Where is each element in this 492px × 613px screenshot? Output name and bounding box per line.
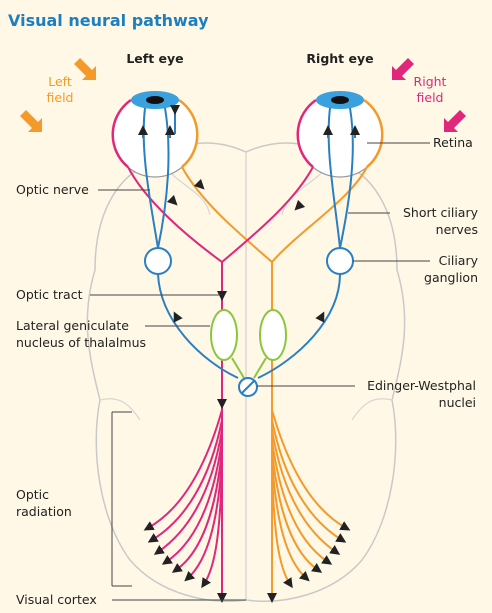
edinger-westphal-label-line1: Edinger-Westphal [367, 378, 476, 393]
lgn-connector [253, 357, 267, 379]
right-lateral-geniculate-nucleus [259, 309, 287, 361]
right-ciliary-ganglion [326, 247, 354, 275]
visual-cortex-label: Visual cortex [16, 592, 97, 607]
right-field-arrow-icon [392, 58, 466, 132]
optic-nerve-label: Optic nerve [16, 182, 89, 197]
left-eye-label: Left eye [126, 51, 183, 66]
lgn-label-line2: nucleus of thalalmus [16, 335, 146, 350]
right-eye [296, 91, 384, 178]
leader-lines [90, 142, 430, 601]
optic-radiation-label-line2: radiation [16, 504, 72, 519]
retina-label: Retina [433, 135, 473, 150]
optic-tract-label: Optic tract [16, 287, 83, 302]
edinger-westphal-label-line2: nuclei [439, 395, 476, 410]
ciliary-ganglion-label-line2: ganglion [424, 270, 478, 285]
diagram-title: Visual neural pathway [8, 11, 209, 30]
orange-pathway [181, 166, 368, 380]
brain-fold [351, 398, 393, 421]
blue-pathway [142, 105, 354, 379]
left-optic-radiation [143, 409, 223, 589]
right-optic-radiation [271, 380, 351, 598]
left-field-label-line2: field [47, 90, 74, 105]
left-field-arrow-icon [20, 58, 96, 132]
short-ciliary-label-line1: Short ciliary [403, 205, 479, 220]
left-lateral-geniculate-nucleus [210, 309, 238, 361]
ciliary-ganglion-label-line1: Ciliary [439, 253, 479, 268]
edinger-westphal-nucleus [238, 377, 258, 397]
left-ciliary-ganglion [144, 247, 172, 275]
right-field-label-line2: field [417, 90, 444, 105]
lgn-connector [231, 357, 245, 379]
left-field-label-line1: Left [48, 74, 72, 89]
optic-radiation-label-line1: Optic [16, 487, 49, 502]
lgn-label-line1: Lateral geniculate [16, 318, 129, 333]
right-field-label-line1: Right [414, 74, 447, 89]
left-eye [111, 91, 199, 178]
blue-arrowheads [138, 125, 360, 323]
right-eye-label: Right eye [306, 51, 373, 66]
short-ciliary-label-line2: nerves [436, 222, 478, 237]
pink-pathway [127, 166, 314, 598]
brain-fold [99, 398, 141, 421]
